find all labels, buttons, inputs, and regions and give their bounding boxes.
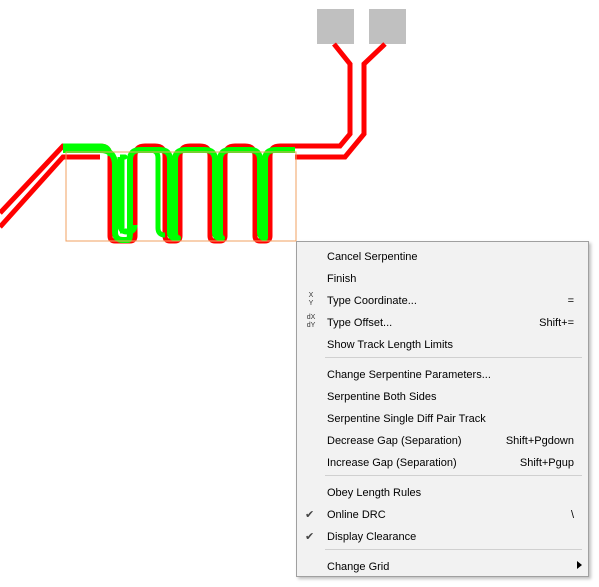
track-pair-left[interactable] <box>0 143 100 229</box>
online-drc-item[interactable]: ✔ Online DRC \ <box>297 504 588 526</box>
menu-separator <box>325 357 582 358</box>
submenu-arrow-icon <box>577 561 582 569</box>
menu-item-label: Obey Length Rules <box>327 487 422 499</box>
menu-item-label: Type Coordinate... <box>327 295 417 307</box>
finish-item[interactable]: Finish <box>297 268 588 290</box>
menu-separator <box>325 475 582 476</box>
icon-text-top: X <box>308 292 314 299</box>
checkmark-icon: ✔ <box>305 531 315 543</box>
icon-text-bottom: dY <box>306 322 316 329</box>
serpentine-outer <box>63 143 295 244</box>
menu-item-shortcut: Shift+Pgup <box>519 457 574 469</box>
menu-item-label: Change Serpentine Parameters... <box>327 369 491 381</box>
serpentine-single-diff-pair-track-item[interactable]: Serpentine Single Diff Pair Track <box>297 408 588 430</box>
display-clearance-item[interactable]: ✔ Display Clearance <box>297 526 588 548</box>
menu-item-label: Type Offset... <box>327 317 393 329</box>
serpentine-green <box>63 147 295 243</box>
menu-item-label: Serpentine Both Sides <box>327 391 437 403</box>
menu-item-label: Serpentine Single Diff Pair Track <box>327 413 486 425</box>
track-pair-right[interactable] <box>295 42 387 160</box>
decrease-gap-item[interactable]: Decrease Gap (Separation) Shift+Pgdown <box>297 430 588 452</box>
menu-item-shortcut: Shift+= <box>539 317 574 329</box>
cancel-serpentine-item[interactable]: Cancel Serpentine <box>297 246 588 268</box>
obey-length-rules-item[interactable]: Obey Length Rules <box>297 482 588 504</box>
menu-item-label: Show Track Length Limits <box>327 339 453 351</box>
menu-item-label: Display Clearance <box>327 531 417 543</box>
menu-item-shortcut: Shift+Pgdown <box>505 435 574 447</box>
change-grid-item[interactable]: Change Grid <box>297 556 588 578</box>
selection-box <box>65 151 297 242</box>
menu-item-shortcut: \ <box>570 509 574 521</box>
menu-item-label: Finish <box>327 273 357 285</box>
menu-item-label: Change Grid <box>327 561 390 573</box>
show-track-length-limits-item[interactable]: Show Track Length Limits <box>297 334 588 356</box>
serpentine-track[interactable] <box>63 143 295 244</box>
menu-item-label: Online DRC <box>327 509 386 521</box>
increase-gap-item[interactable]: Increase Gap (Separation) Shift+Pgup <box>297 452 588 474</box>
serpentine-both-sides-item[interactable]: Serpentine Both Sides <box>297 386 588 408</box>
menu-item-label: Cancel Serpentine <box>327 251 418 263</box>
checkmark-icon: ✔ <box>305 509 315 521</box>
menu-separator <box>325 549 582 550</box>
menu-item-label: Decrease Gap (Separation) <box>327 435 462 447</box>
menu-item-label: Increase Gap (Separation) <box>327 457 457 469</box>
menu-item-shortcut: = <box>567 295 574 307</box>
icon-text-top: dX <box>306 314 316 321</box>
pad-left[interactable] <box>317 9 354 44</box>
pad-right[interactable] <box>369 9 406 44</box>
change-serpentine-parameters-item[interactable]: Change Serpentine Parameters... <box>297 364 588 386</box>
icon-text-bottom: Y <box>308 300 314 307</box>
